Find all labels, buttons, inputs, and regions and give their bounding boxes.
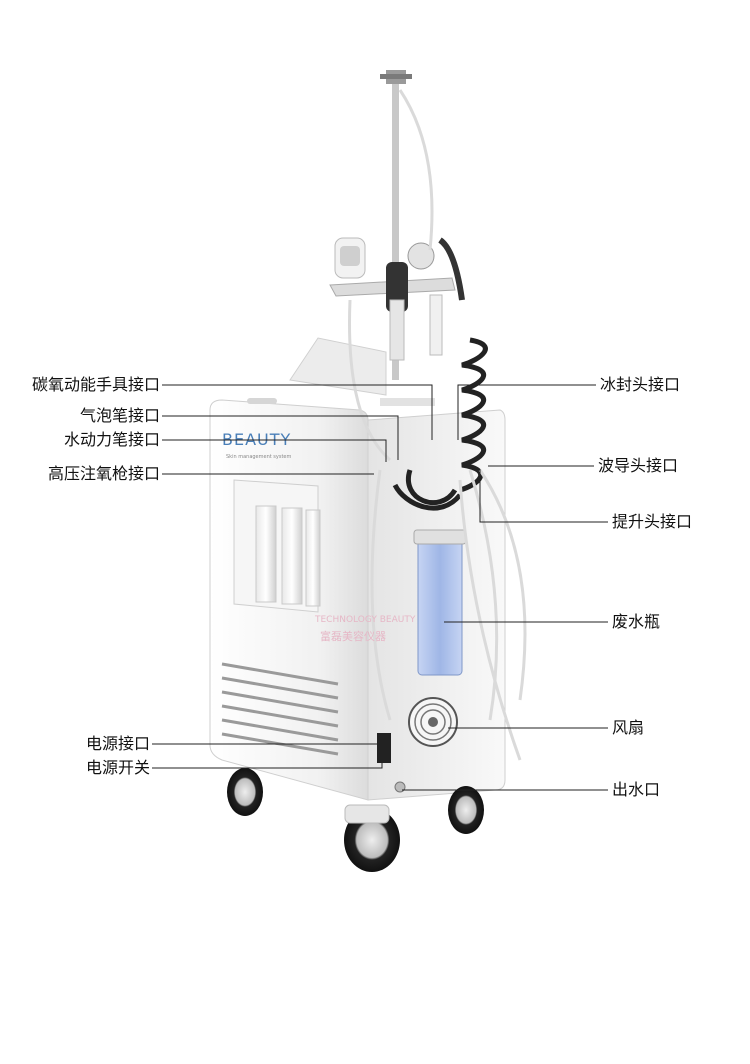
label-lift-head-port: 提升头接口	[612, 512, 693, 531]
label-ice-head-port: 冰封头接口	[600, 375, 681, 394]
label-co2-handpiece-port: 碳氧动能手具接口	[31, 375, 160, 394]
leader-power-switch	[152, 760, 383, 769]
machine-body	[209, 398, 506, 801]
watermark-line2: 富磊美容仪器	[320, 629, 386, 643]
leader-co2-handpiece-port	[162, 384, 433, 440]
label-power-port: 电源接口	[85, 734, 150, 753]
leader-hydro-pen-port	[162, 439, 387, 462]
brand-subtext: Skin management system	[226, 454, 292, 460]
watermark-line1: TECHNOLOGY BEAUTY	[314, 615, 416, 625]
label-oxygen-gun-port: 高压注氧枪接口	[47, 464, 160, 483]
label-waste-bottle: 废水瓶	[612, 612, 661, 631]
label-water-outlet: 出水口	[612, 780, 661, 799]
label-power-switch: 电源开关	[85, 758, 150, 777]
label-fan: 风扇	[612, 718, 645, 737]
label-wave-head-port: 波导头接口	[598, 456, 679, 475]
label-bubble-pen-port: 气泡笔接口	[79, 406, 160, 425]
leader-lift-head-port	[479, 470, 608, 523]
coiled-hose	[392, 337, 488, 511]
handpiece-stand	[329, 70, 465, 380]
leader-bubble-pen-port	[162, 415, 399, 460]
casters	[227, 768, 484, 872]
leader-ice-head-port	[457, 384, 596, 440]
label-hydro-pen-port: 水动力笔接口	[63, 430, 160, 449]
